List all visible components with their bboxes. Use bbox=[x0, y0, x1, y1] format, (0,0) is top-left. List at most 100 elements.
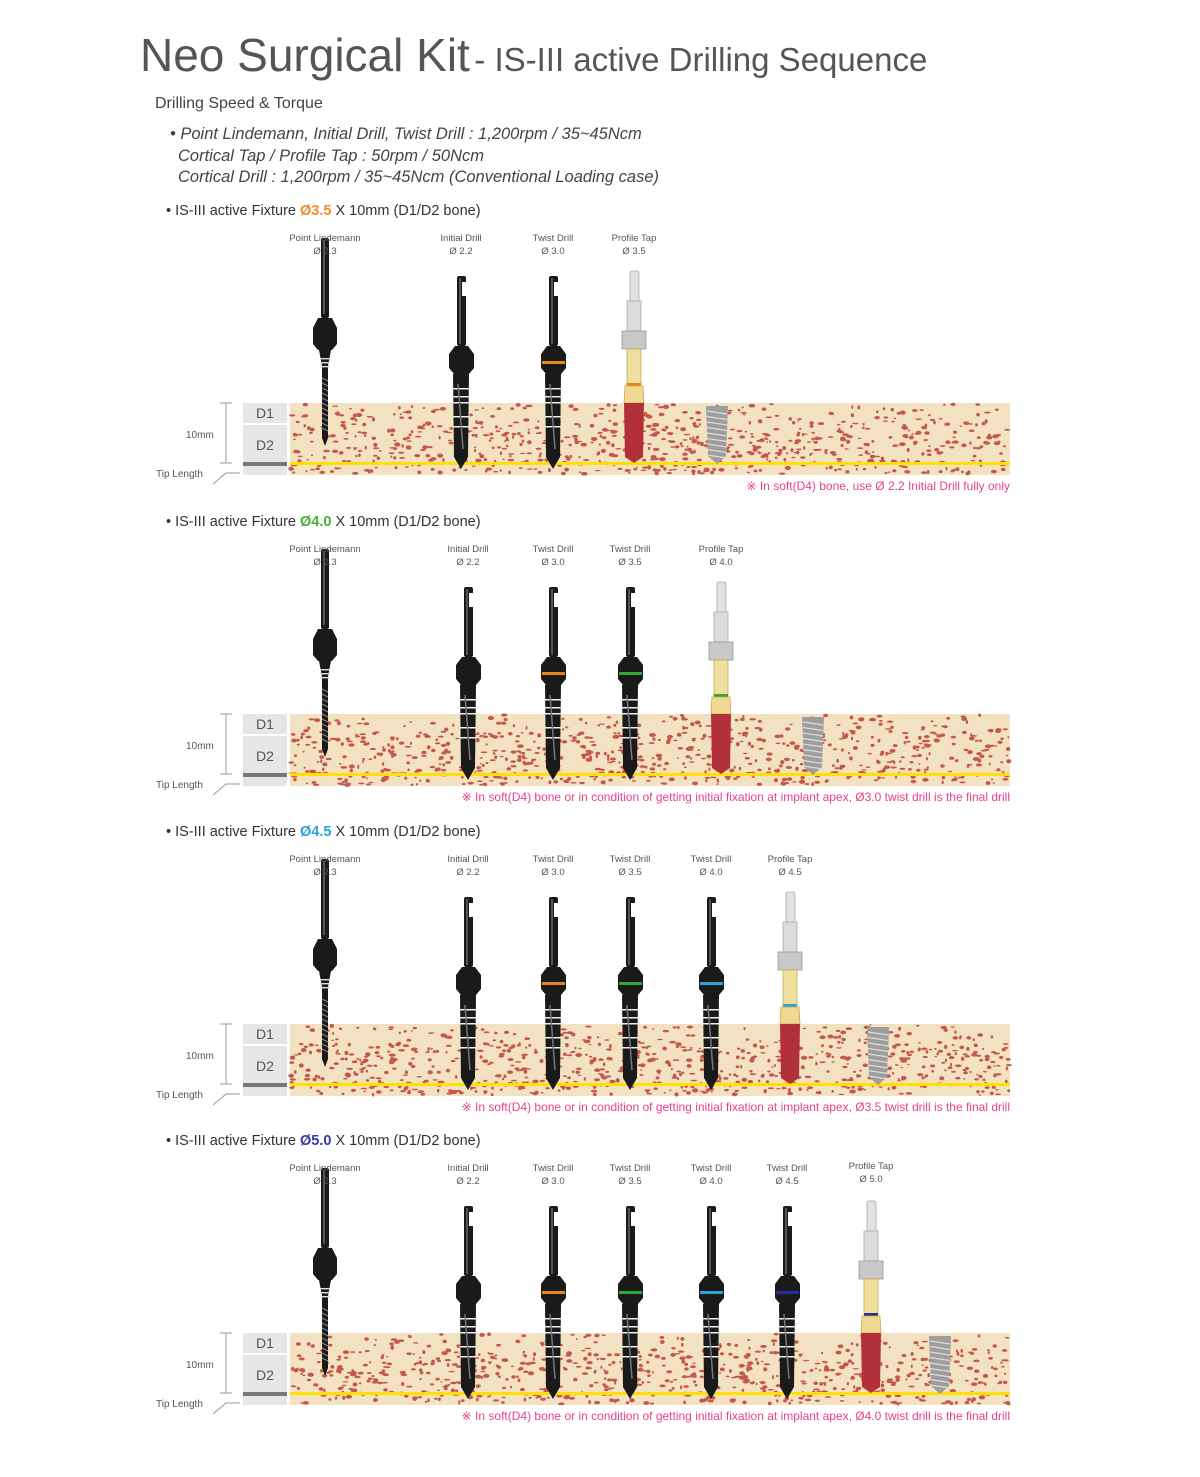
d1-label: D1 bbox=[243, 714, 287, 734]
tool-name: Twist Drill bbox=[532, 854, 574, 865]
implant-fixture bbox=[867, 1027, 889, 1085]
twist-drill bbox=[618, 1206, 643, 1399]
tip-length-pointer bbox=[212, 1093, 240, 1106]
tool-size: Ø 3.5 bbox=[618, 557, 642, 568]
twist-drill bbox=[618, 897, 643, 1090]
tip-length-label: Tip Length bbox=[156, 1090, 203, 1101]
tool-size: Ø 2.2 bbox=[456, 1176, 480, 1187]
tool-name: Profile Tap bbox=[767, 854, 813, 865]
depth-line bbox=[290, 462, 1010, 465]
point-lindemann-drill bbox=[313, 549, 337, 757]
page-title: Neo Surgical Kit - IS-III active Drillin… bbox=[140, 28, 927, 82]
tool-size: Ø 3.0 bbox=[541, 557, 565, 568]
d1-label: D1 bbox=[243, 1024, 287, 1044]
fixture-heading: • IS-III active Fixture Ø4.5 X 10mm (D1/… bbox=[166, 824, 481, 840]
fixture-heading: • IS-III active Fixture Ø5.0 X 10mm (D1/… bbox=[166, 1133, 481, 1149]
depth-label: 10mm bbox=[186, 741, 214, 752]
bone-block bbox=[288, 713, 1012, 787]
spec-line-1: • Point Lindemann, Initial Drill, Twist … bbox=[170, 125, 642, 143]
fixture-prefix: • IS-III active Fixture bbox=[166, 514, 300, 530]
title-sub: - IS-III active Drilling Sequence bbox=[474, 41, 928, 78]
tool-name: Point Lindemann bbox=[289, 1163, 361, 1174]
twist-drill bbox=[449, 276, 474, 469]
tool-name: Twist Drill bbox=[532, 233, 574, 244]
tip-length-pointer bbox=[212, 472, 240, 485]
bone-block bbox=[288, 402, 1011, 476]
depth-label: 10mm bbox=[186, 430, 214, 441]
tool-size: Ø 2.3 bbox=[313, 1176, 337, 1187]
tool-label: Point Lindemann Ø 2.3 bbox=[275, 543, 375, 569]
tool-label: Point Lindemann Ø 2.3 bbox=[275, 1162, 375, 1188]
tool-name: Profile Tap bbox=[611, 233, 657, 244]
tool-name: Initial Drill bbox=[447, 854, 489, 865]
depth-label: 10mm bbox=[186, 1360, 214, 1371]
section-note: ※ In soft(D4) bone or in condition of ge… bbox=[461, 1100, 1010, 1114]
profile-tap bbox=[708, 581, 734, 774]
tool-size: Ø 5.0 bbox=[859, 1174, 883, 1185]
fixture-diameter: Ø5.0 bbox=[300, 1133, 332, 1149]
tool-size: Ø 2.2 bbox=[449, 246, 473, 257]
profile-tap bbox=[858, 1200, 884, 1393]
depth-line bbox=[290, 773, 1010, 776]
tool-label: Twist Drill Ø 3.0 bbox=[503, 232, 603, 258]
tool-size: Ø 2.3 bbox=[313, 557, 337, 568]
tool-name: Profile Tap bbox=[698, 544, 744, 555]
tool-name: Twist Drill bbox=[690, 1163, 732, 1174]
speed-torque-heading: Drilling Speed & Torque bbox=[155, 95, 323, 112]
tool-name: Point Lindemann bbox=[289, 544, 361, 555]
tool-size: Ø 3.0 bbox=[541, 246, 565, 257]
d2-label: D2 bbox=[243, 1355, 287, 1392]
twist-drill bbox=[541, 1206, 566, 1399]
tip-length-label: Tip Length bbox=[156, 469, 203, 480]
tip-marker bbox=[243, 466, 287, 475]
tool-name: Initial Drill bbox=[447, 1163, 489, 1174]
depth-marker bbox=[243, 1083, 287, 1087]
tool-label: Profile Tap Ø 5.0 bbox=[821, 1160, 921, 1186]
point-lindemann-drill bbox=[313, 238, 337, 446]
section-note: ※ In soft(D4) bone or in condition of ge… bbox=[461, 790, 1010, 804]
depth-marker bbox=[243, 773, 287, 777]
tip-length-pointer bbox=[212, 783, 240, 796]
sequence-section: • IS-III active Fixture Ø3.5 X 10mm (D1/… bbox=[0, 203, 1200, 503]
fixture-suffix: X 10mm (D1/D2 bone) bbox=[331, 824, 481, 840]
fixture-prefix: • IS-III active Fixture bbox=[166, 824, 300, 840]
tool-size: Ø 2.2 bbox=[456, 557, 480, 568]
tool-size: Ø 3.5 bbox=[618, 1176, 642, 1187]
twist-drill bbox=[456, 1206, 481, 1399]
tool-size: Ø 4.0 bbox=[699, 867, 723, 878]
twist-drill bbox=[699, 1206, 724, 1399]
tool-name: Twist Drill bbox=[766, 1163, 808, 1174]
sequence-section: • IS-III active Fixture Ø5.0 X 10mm (D1/… bbox=[0, 1133, 1200, 1433]
twist-drill bbox=[541, 587, 566, 780]
title-main: Neo Surgical Kit bbox=[140, 29, 470, 81]
tip-length-pointer bbox=[212, 1402, 240, 1415]
tool-name: Profile Tap bbox=[848, 1161, 894, 1172]
fixture-suffix: X 10mm (D1/D2 bone) bbox=[331, 203, 481, 219]
twist-drill bbox=[775, 1206, 800, 1399]
tool-label: Initial Drill Ø 2.2 bbox=[418, 1162, 518, 1188]
fixture-suffix: X 10mm (D1/D2 bone) bbox=[331, 1133, 481, 1149]
depth-label: 10mm bbox=[186, 1051, 214, 1062]
d1-label: D1 bbox=[243, 1333, 287, 1353]
speed-torque-spec: • Point Lindemann, Initial Drill, Twist … bbox=[170, 124, 659, 189]
tool-size: Ø 4.5 bbox=[778, 867, 802, 878]
sequence-section: • IS-III active Fixture Ø4.0 X 10mm (D1/… bbox=[0, 514, 1200, 814]
twist-drill bbox=[456, 587, 481, 780]
fixture-heading: • IS-III active Fixture Ø3.5 X 10mm (D1/… bbox=[166, 203, 481, 219]
fixture-prefix: • IS-III active Fixture bbox=[166, 1133, 300, 1149]
section-note: ※ In soft(D4) bone or in condition of ge… bbox=[461, 1409, 1010, 1423]
d2-label: D2 bbox=[243, 736, 287, 773]
spec-line-2: Cortical Tap / Profile Tap : 50rpm / 50N… bbox=[178, 146, 484, 165]
implant-fixture bbox=[706, 406, 728, 464]
sequence-illustration bbox=[212, 1168, 1011, 1415]
depth-marker bbox=[243, 1392, 287, 1396]
